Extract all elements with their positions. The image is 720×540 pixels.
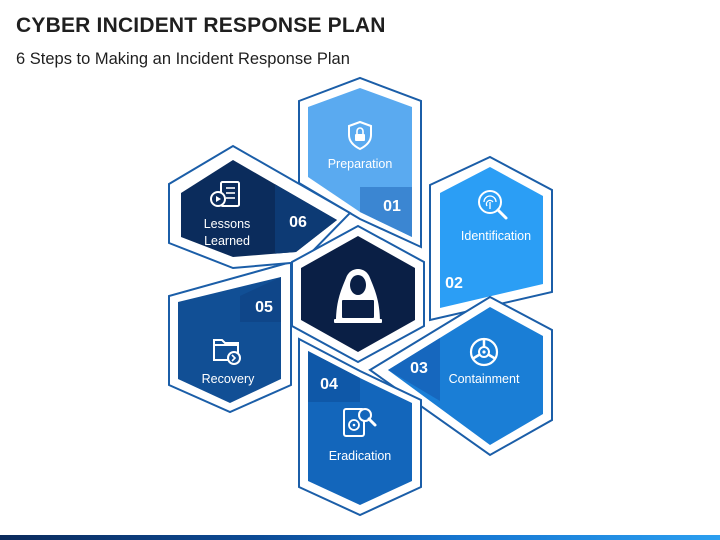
identification-hexagon xyxy=(440,167,543,308)
containment-label: Containment xyxy=(449,372,520,386)
page-title: CYBER INCIDENT RESPONSE PLAN xyxy=(16,14,386,37)
recovery-number: 05 xyxy=(255,299,273,316)
containment-number-band xyxy=(388,338,440,401)
eradication-number-band xyxy=(308,351,360,402)
step-recovery[interactable]: Recovery 05 xyxy=(168,260,292,414)
lessons-label-line2: Learned xyxy=(204,234,250,248)
page-subtitle: 6 Steps to Making an Incident Response P… xyxy=(16,50,350,68)
hard-drive-search-icon xyxy=(343,408,377,437)
shield-lock-icon xyxy=(348,120,372,151)
recovery-number-band xyxy=(240,277,281,322)
recovery-label: Recovery xyxy=(202,372,256,386)
step-identification[interactable]: Identification 02 xyxy=(429,155,553,322)
step-containment[interactable]: Containment 03 xyxy=(368,295,553,457)
identification-number: 02 xyxy=(445,275,463,292)
preparation-number: 01 xyxy=(383,198,401,215)
footer-bar xyxy=(0,535,720,540)
preparation-label: Preparation xyxy=(328,157,393,171)
eradication-label: Eradication xyxy=(329,449,392,463)
identification-label: Identification xyxy=(461,229,531,243)
document-play-icon xyxy=(210,181,240,207)
containment-hexagon xyxy=(388,307,543,445)
step-eradication[interactable]: Eradication 04 xyxy=(298,337,422,517)
hooded-hacker-icon xyxy=(334,269,382,323)
containment-symbol-icon xyxy=(469,337,499,367)
lessons-label-line1: Lessons xyxy=(204,217,251,231)
containment-number: 03 xyxy=(410,360,428,377)
center-hexagon xyxy=(291,224,425,364)
folder-restore-icon xyxy=(213,339,241,365)
step-preparation[interactable]: Preparation 01 xyxy=(298,76,422,249)
eradication-number: 04 xyxy=(320,376,338,393)
fingerprint-search-icon xyxy=(478,190,508,220)
lessons-number: 06 xyxy=(289,214,307,231)
